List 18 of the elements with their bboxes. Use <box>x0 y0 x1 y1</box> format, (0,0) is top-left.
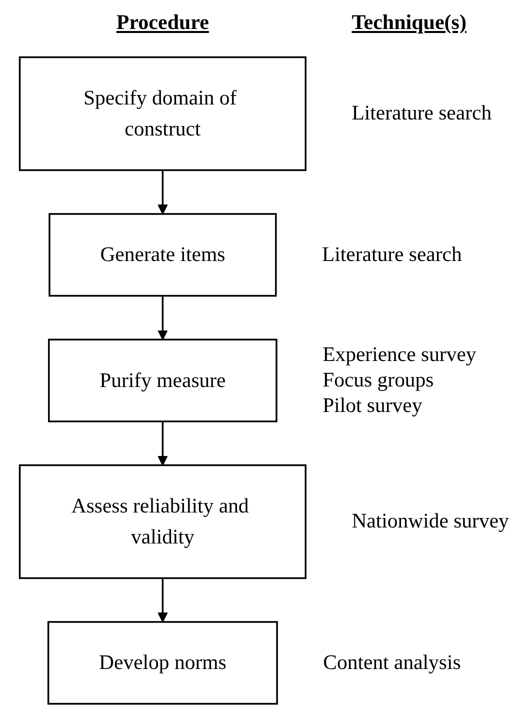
node-box: Purify measure <box>48 338 278 422</box>
technique-text: Literature search <box>352 102 492 125</box>
technique-text: Nationwide survey <box>352 510 509 533</box>
node-box: Assess reliability and validity <box>18 464 306 580</box>
arrow <box>158 170 168 214</box>
technique-text: Content analysis <box>323 652 461 674</box>
arrow <box>158 296 168 340</box>
node-box: Generate items <box>48 213 277 297</box>
technique-text: Focus groups <box>322 370 434 392</box>
arrow <box>158 578 168 622</box>
technique-text: Pilot survey <box>322 394 422 417</box>
technique-text: Experience survey <box>322 344 476 366</box>
column-heading: Technique(s) <box>352 10 466 35</box>
node-box: Specify domain of construct <box>18 56 306 172</box>
node-box: Develop norms <box>47 621 278 705</box>
technique-text: Literature search <box>322 244 462 266</box>
arrow <box>158 421 168 466</box>
column-heading: Procedure <box>116 10 209 35</box>
